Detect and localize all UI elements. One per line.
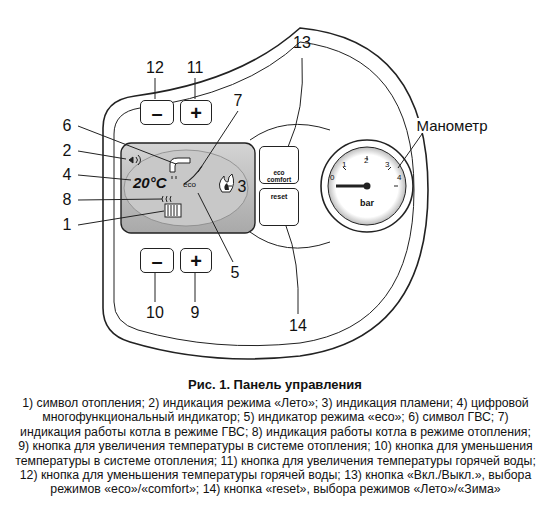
callout-number: 10 (146, 305, 164, 321)
node-text: 1 (342, 161, 346, 169)
callout-number: 1 (63, 217, 72, 233)
display: 20°C eco (121, 143, 255, 233)
callout-number: 14 (289, 318, 307, 334)
node-text: + (190, 251, 202, 271)
callout-number: 3 (238, 179, 247, 195)
gauge-needle (336, 185, 367, 188)
callout-number: 11 (187, 60, 204, 76)
minus-button: – (140, 100, 174, 125)
gauge-bezel (321, 140, 413, 232)
flame-icon (219, 174, 233, 192)
node-text: 3 (385, 161, 389, 169)
node-text: – (151, 251, 162, 271)
leader-lines (78, 58, 422, 314)
plus-button: + (180, 248, 212, 273)
node-text: eco (183, 181, 196, 189)
callout-number: 2 (63, 143, 72, 159)
summer-icon (129, 155, 141, 165)
panel-inner-outline (114, 42, 414, 346)
dhw-faucet-icon (170, 158, 190, 179)
node-text: + (190, 103, 202, 123)
callout-number: 9 (191, 305, 200, 321)
gauge-dial (328, 147, 406, 225)
node-text: – (151, 103, 162, 123)
figure-caption: Рис. 1. Панель управления (188, 378, 362, 391)
callout-number: 12 (146, 60, 164, 76)
part-label: Манометр (416, 118, 487, 133)
callout-number: 8 (63, 192, 72, 208)
node-text: bar (360, 199, 374, 208)
radiator-icon (165, 204, 181, 217)
node-text: eco comfort (264, 170, 294, 184)
callout-number: 13 (293, 35, 311, 51)
node-text: 0 (330, 174, 334, 182)
node-text: 4 (397, 174, 401, 182)
plus-button: + (180, 100, 212, 125)
node-text: 2 (364, 157, 368, 165)
minus-button: – (140, 248, 174, 273)
callout-number: 6 (63, 118, 72, 134)
panel-housing (103, 28, 428, 359)
node-text: 20°C (133, 175, 167, 190)
callout-number: 5 (231, 265, 240, 281)
caption-body: 1) символ отопления; 2) индикация режима… (14, 396, 537, 497)
reset-button: reset (259, 188, 299, 226)
heating-waves (162, 196, 171, 202)
callout-number: 4 (63, 167, 72, 183)
manometer-gauge: 01 2 34 bar (321, 140, 413, 232)
display-frame (121, 143, 255, 233)
eco-comfort-button: eco comfort (259, 146, 299, 184)
callout-number: 7 (234, 93, 243, 109)
node-text: reset (271, 193, 288, 200)
